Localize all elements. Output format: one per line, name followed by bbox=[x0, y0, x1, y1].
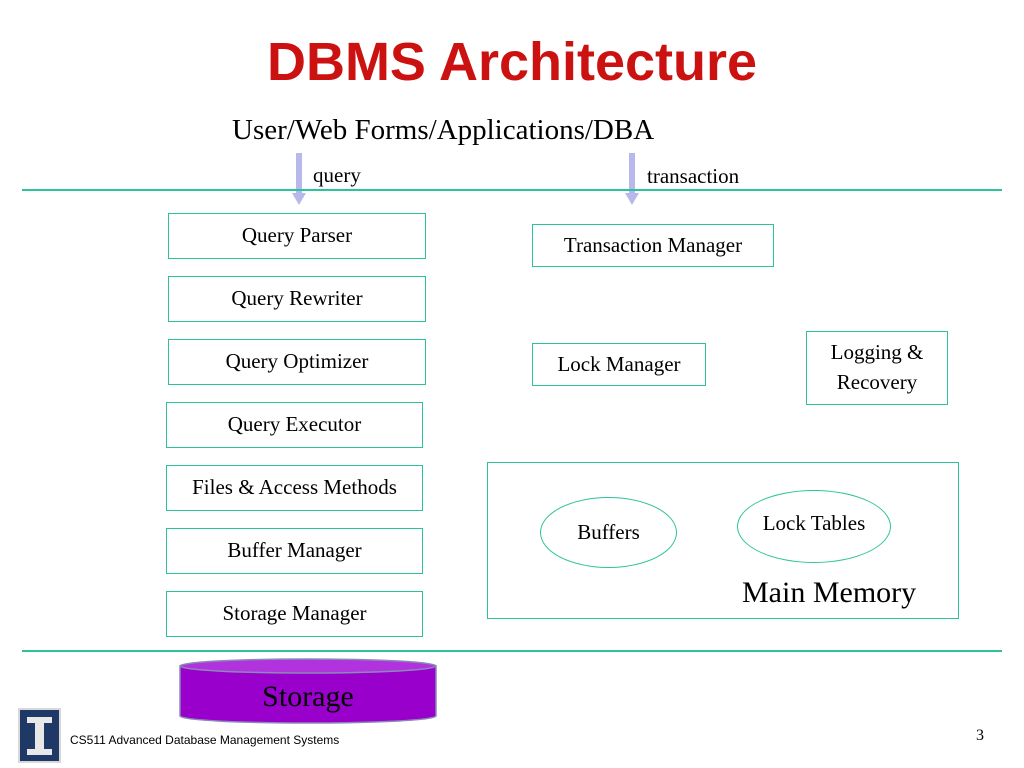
storage-label: Storage bbox=[262, 680, 354, 713]
query-label: query bbox=[313, 163, 361, 187]
transaction-manager-box: Transaction Manager bbox=[532, 224, 774, 267]
lock-manager-box: Lock Manager bbox=[532, 343, 706, 386]
query-rewriter-box: Query Rewriter bbox=[168, 276, 426, 322]
main-memory-region bbox=[487, 462, 959, 619]
query-parser-box: Query Parser bbox=[168, 213, 426, 259]
footer-course-name: CS511 Advanced Database Management Syste… bbox=[70, 733, 340, 747]
buffers-ellipse: Buffers bbox=[540, 497, 677, 568]
bottom-divider bbox=[22, 650, 1002, 652]
logging-recovery-box: Logging & Recovery bbox=[806, 331, 948, 405]
storage-cylinder-icon bbox=[179, 658, 437, 724]
files-access-methods-box: Files & Access Methods bbox=[166, 465, 423, 511]
subtitle-users: User/Web Forms/Applications/DBA bbox=[232, 114, 655, 146]
transaction-label: transaction bbox=[647, 164, 740, 188]
buffer-manager-box: Buffer Manager bbox=[166, 528, 423, 574]
storage-manager-box: Storage Manager bbox=[166, 591, 423, 637]
logging-label: Logging & bbox=[830, 340, 924, 364]
page-number: 3 bbox=[976, 727, 984, 744]
main-memory-label: Main Memory bbox=[742, 576, 917, 609]
lock-tables-ellipse: Lock Tables bbox=[737, 490, 891, 563]
query-executor-box: Query Executor bbox=[166, 402, 423, 448]
top-divider bbox=[22, 189, 1002, 191]
slide-title: DBMS Architecture bbox=[266, 32, 758, 92]
university-logo-icon bbox=[18, 708, 61, 763]
query-optimizer-box: Query Optimizer bbox=[168, 339, 426, 385]
recovery-label: Recovery bbox=[836, 370, 918, 394]
